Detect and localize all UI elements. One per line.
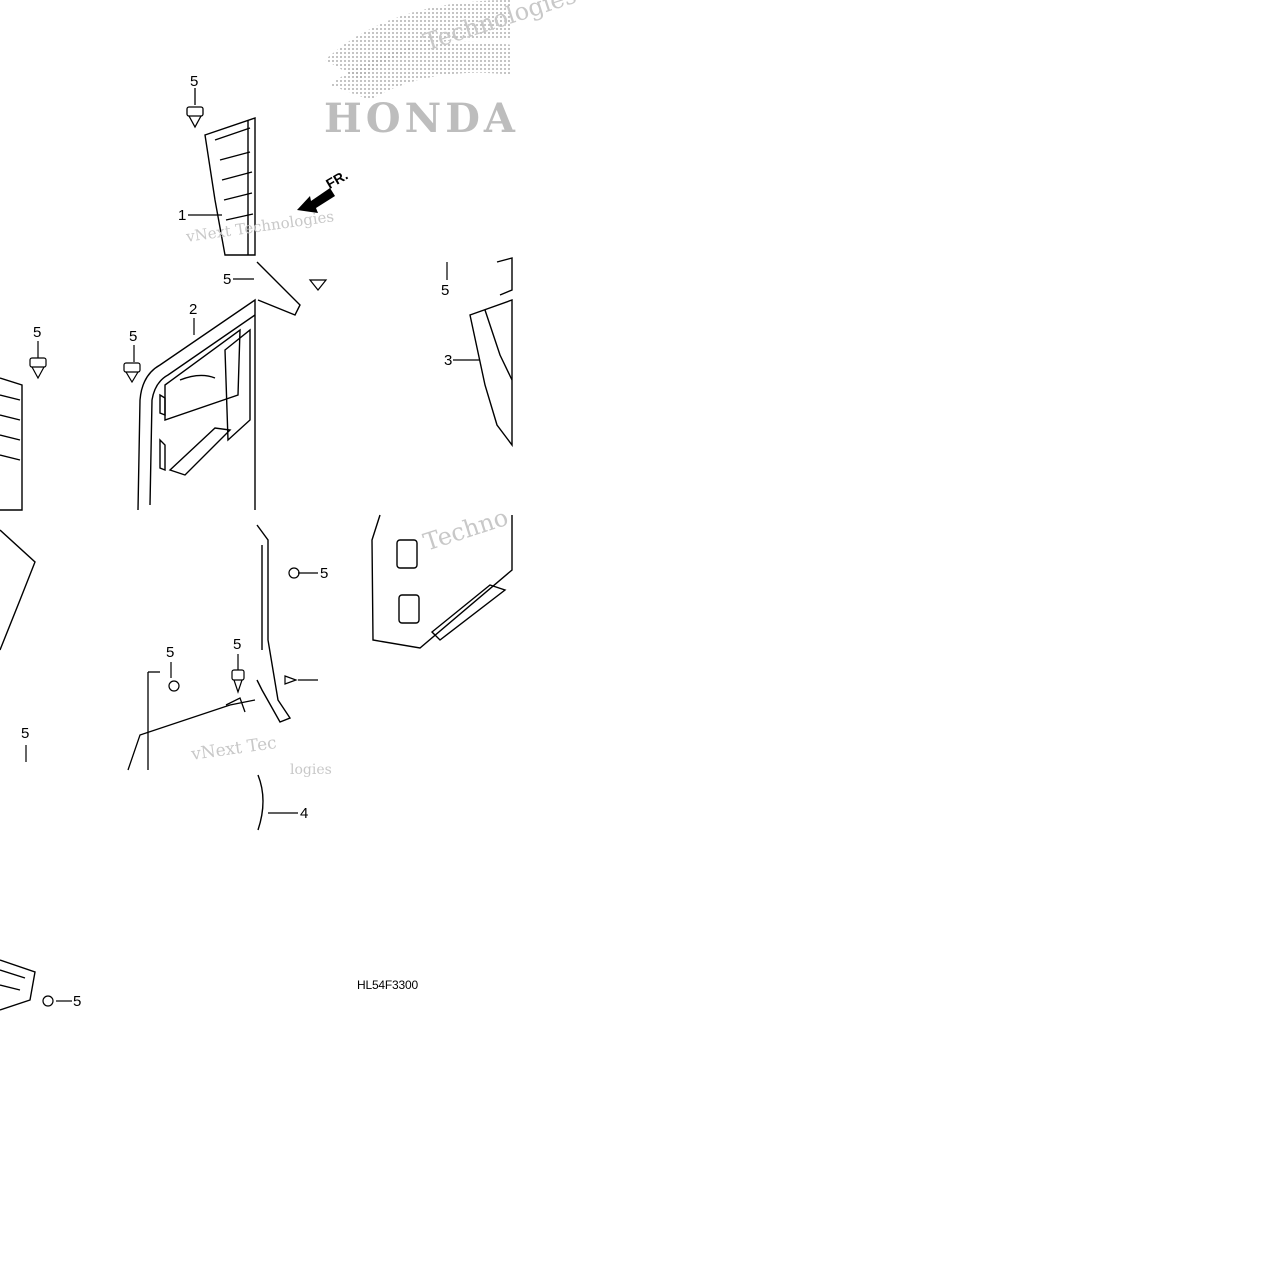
callout-3: 3	[444, 352, 453, 369]
floor-panel	[127, 671, 256, 771]
callout-5: 5	[73, 993, 82, 1010]
callout-5: 5	[33, 324, 42, 341]
part-4-pillar	[256, 524, 292, 831]
callout-5: 5	[223, 271, 232, 288]
lower-door-panel	[371, 514, 513, 649]
callout-4: 4	[300, 805, 309, 822]
callout-5: 5	[320, 565, 329, 582]
clip-5-top	[186, 88, 204, 129]
part-1-panel	[204, 117, 256, 256]
honda-logo-text: HONDA	[324, 95, 519, 142]
drawing-code: HL54F3300	[357, 978, 418, 992]
callout-5: 5	[233, 636, 242, 653]
callout-2: 2	[189, 301, 198, 318]
clip-fasteners	[25, 262, 480, 1007]
front-direction-arrow	[297, 188, 335, 213]
callout-5: 5	[190, 73, 199, 90]
callout-5: 5	[129, 328, 138, 345]
part-3-panel	[256, 257, 513, 448]
part-2-lower	[0, 377, 36, 1011]
callout-5: 5	[166, 644, 175, 661]
callout-5: 5	[21, 725, 30, 742]
watermark-text: logies	[290, 762, 332, 778]
callout-1: 1	[178, 207, 187, 224]
honda-wing-logo	[325, 0, 512, 100]
part-2-door-panel	[137, 298, 256, 511]
callout-5: 5	[441, 282, 450, 299]
